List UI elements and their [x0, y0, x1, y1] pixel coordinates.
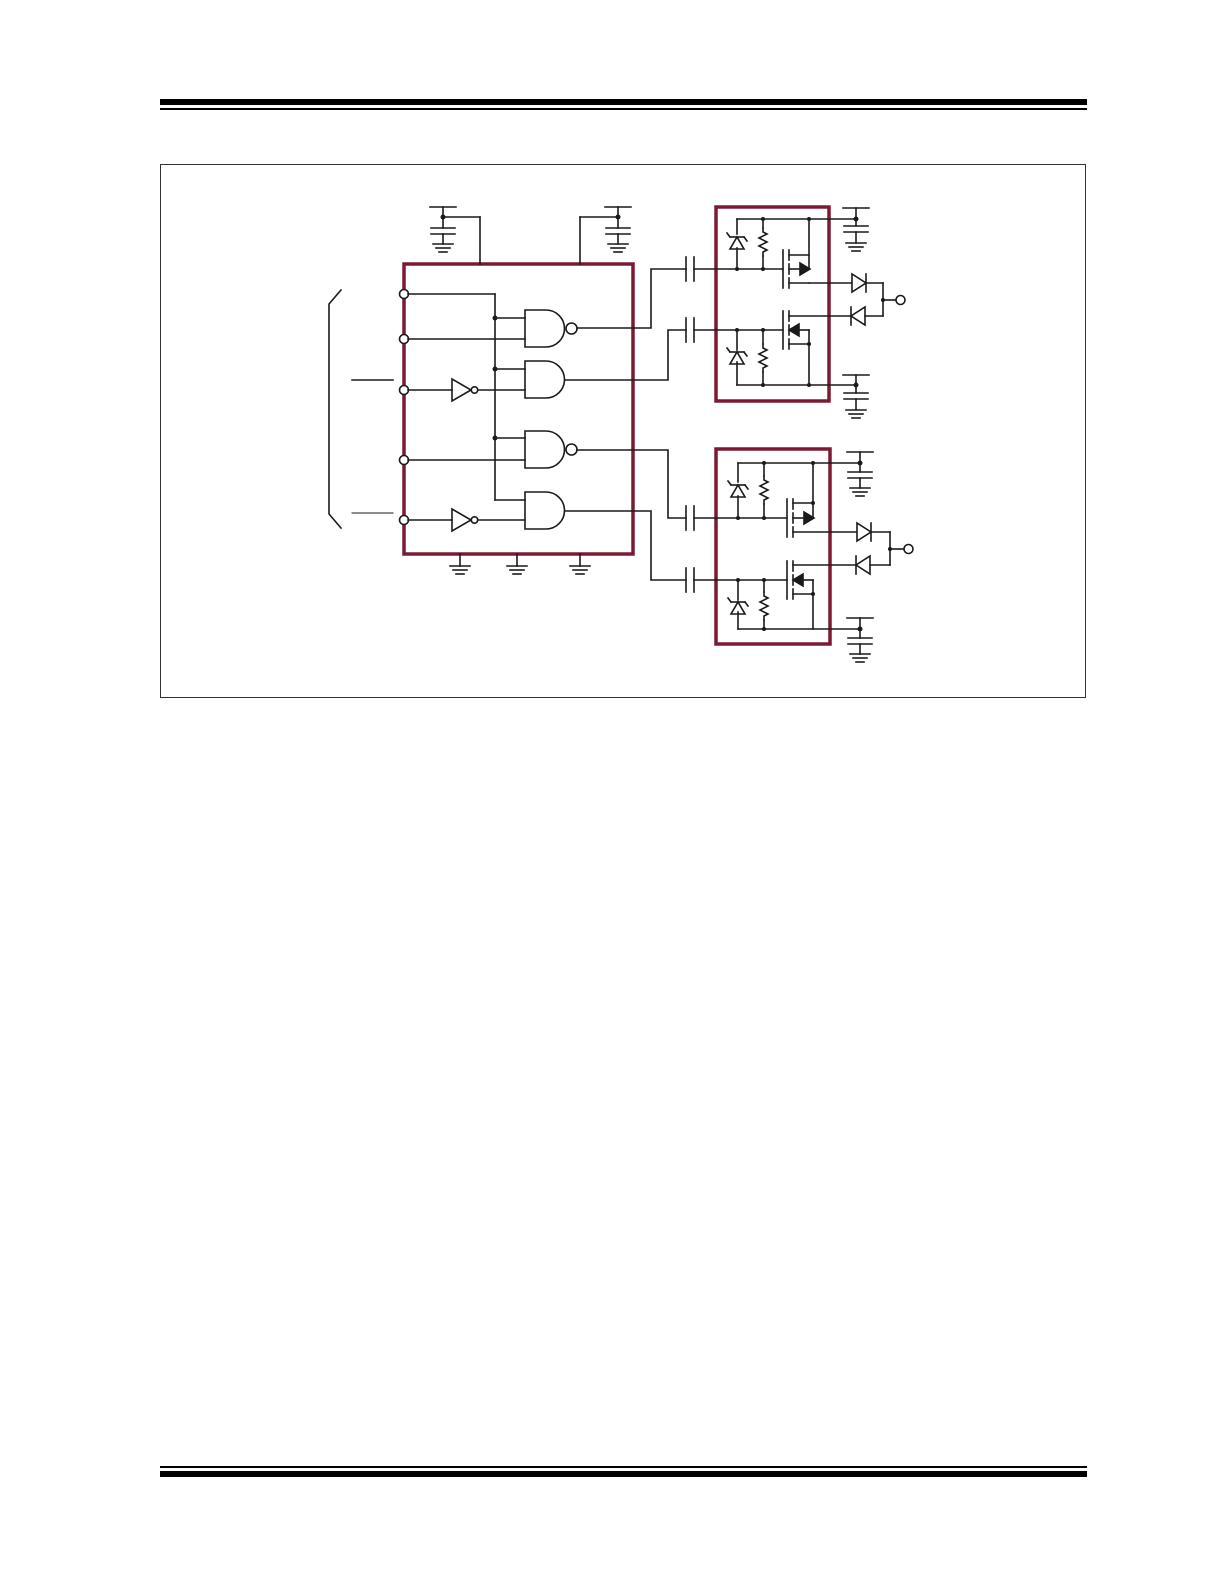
nand-gate-2: [524, 430, 578, 469]
ic-ground-pins: [449, 553, 591, 575]
and-gate-2: [524, 491, 566, 530]
footer-rule-thin: [160, 1466, 1087, 1468]
coupling-capacitors: [685, 256, 695, 593]
output-terminal-upper: [895, 294, 906, 306]
mosfet-block-lower-outline: [714, 447, 832, 646]
ic-supply-left: [429, 206, 481, 265]
upper-block-supplies: [842, 207, 870, 419]
input-bracket: [328, 288, 343, 530]
header-rule-thick: [160, 99, 1087, 105]
mosfet-block-upper-outline: [714, 205, 831, 403]
header-rule-thin: [160, 108, 1087, 110]
lower-block-supplies: [846, 451, 874, 663]
nand-gate-1: [524, 309, 578, 348]
mosfet-block-upper: [693, 205, 857, 403]
ic-supply-right: [579, 206, 632, 265]
lower-output-diodes: [855, 522, 914, 575]
ic-internal-wiring: [407, 293, 526, 521]
figure-frame: [160, 164, 1086, 698]
footer-rule-thick: [160, 1471, 1087, 1477]
output-terminal-lower: [903, 543, 914, 555]
inverter-upper: [451, 377, 479, 403]
logic-ic-outline: [402, 262, 635, 556]
upper-output-diodes: [850, 273, 906, 326]
inverter-lower: [451, 507, 479, 533]
logic-ic: [328, 206, 687, 581]
mosfet-block-lower: [693, 447, 861, 646]
gate-output-wiring: [564, 268, 687, 581]
and-gate-1: [524, 360, 566, 399]
